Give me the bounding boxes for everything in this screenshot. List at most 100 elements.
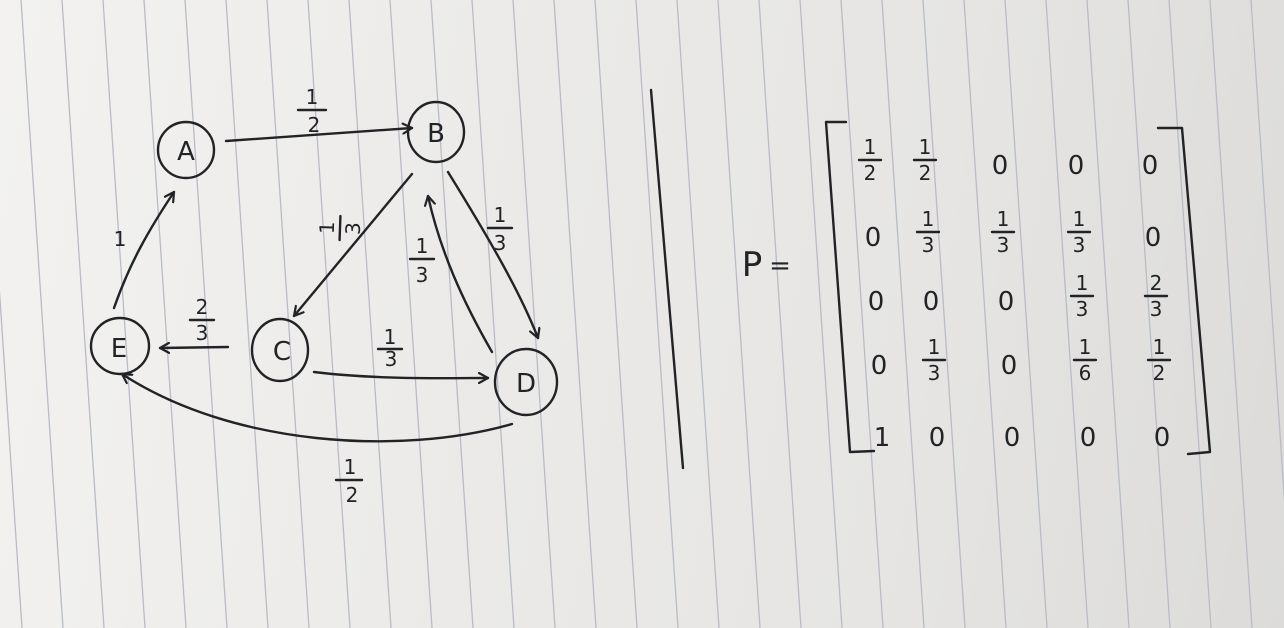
matrix-entry-r1-c5: 0 — [1142, 151, 1159, 181]
matrix-entry-r2-c4: 13 — [1066, 207, 1092, 257]
ruled-line — [225, 0, 269, 628]
node-d-label: D — [516, 369, 536, 399]
node-e-circle — [89, 316, 151, 376]
node-b-circle — [406, 100, 466, 164]
edge-label-c-d-denominator: 3 — [385, 347, 398, 371]
matrix-entry-r2-c3-numerator: 1 — [997, 207, 1010, 231]
matrix-entry-r4-c4-denominator: 6 — [1079, 361, 1092, 385]
edge-label-d-b-numerator: 1 — [416, 234, 429, 258]
matrix-entry-r2-c2: 13 — [915, 207, 941, 257]
node-d-circle — [493, 347, 559, 417]
matrix-entry-r1-c2: 12 — [912, 135, 938, 185]
edge-label-d-b: 1 3 — [408, 234, 436, 287]
node-c-circle — [250, 317, 310, 383]
matrix-left-bracket — [824, 120, 876, 454]
edge-label-b-c: 1 3 — [315, 214, 365, 242]
matrix-entry-r3-c5-denominator: 3 — [1150, 297, 1163, 321]
matrix-entry-r1-c2-denominator: 2 — [919, 161, 932, 185]
edge-label-b-c-numerator: 1 — [315, 221, 339, 235]
node-a: A — [156, 120, 216, 180]
ruled-line — [471, 0, 515, 628]
edge-label-d-e-numerator: 1 — [344, 455, 357, 479]
edge-e-a — [112, 190, 176, 310]
ruled-line — [594, 0, 638, 628]
ruled-line — [553, 0, 597, 628]
matrix-entry-r1-c1: 12 — [857, 135, 883, 185]
matrix-entry-r5-c4: 0 — [1080, 423, 1097, 453]
matrix-entry-r4-c3: 0 — [1001, 351, 1018, 381]
ruled-line — [758, 0, 802, 628]
ruled-line — [307, 0, 351, 628]
graph-edges — [112, 128, 538, 443]
ruled-line — [922, 0, 966, 628]
ruled-line — [1250, 0, 1284, 504]
node-a-circle — [156, 120, 216, 180]
matrix-entry-r4-c1: 0 — [871, 351, 888, 381]
matrix-heading: P = — [742, 245, 791, 285]
ruled-line — [881, 0, 925, 628]
node-d: D — [493, 347, 559, 417]
edge-d-e — [120, 372, 514, 443]
ruled-line — [963, 0, 1007, 628]
matrix-entry-r3-c4-numerator: 1 — [1076, 271, 1089, 295]
edge-label-c-e-numerator: 2 — [196, 295, 209, 319]
matrix-entry-r3-c5-numerator: 2 — [1150, 271, 1163, 295]
ruled-line — [635, 0, 679, 628]
ruled-line — [840, 0, 884, 628]
edge-label-b-d-numerator: 1 — [494, 203, 507, 227]
matrix-entry-r4-c5: 12 — [1146, 335, 1172, 385]
ruled-line — [1004, 0, 1048, 628]
edge-c-d — [312, 370, 490, 378]
ruled-line — [717, 0, 761, 628]
edge-label-c-d: 1 3 — [376, 325, 404, 371]
matrix-entry-r2-c3-denominator: 3 — [997, 233, 1010, 257]
ruled-line — [1209, 0, 1253, 628]
matrix-entry-r3-c4-denominator: 3 — [1076, 297, 1089, 321]
node-e-label: E — [111, 334, 127, 364]
matrix-entry-r5-c1: 1 — [874, 423, 891, 453]
edge-a-b — [224, 128, 414, 143]
matrix-entry-r5-c2: 0 — [929, 423, 946, 453]
edge-c-e — [158, 347, 230, 348]
matrix-entry-r1-c1-numerator: 1 — [864, 135, 877, 159]
ruled-line — [20, 0, 64, 628]
node-e: E — [89, 316, 151, 376]
matrix-entry-r4-c2-numerator: 1 — [928, 335, 941, 359]
ruled-line — [266, 0, 310, 628]
matrix-entry-r3-c5: 23 — [1143, 271, 1169, 321]
matrix-entry-r2-c4-numerator: 1 — [1073, 207, 1086, 231]
ruled-line — [1127, 0, 1171, 628]
matrix-entry-r3-c4: 13 — [1069, 271, 1095, 321]
node-a-label: A — [177, 137, 195, 167]
matrix-entry-r1-c2-numerator: 1 — [919, 135, 932, 159]
edge-d-b — [428, 194, 494, 354]
matrix-entry-r2-c1: 0 — [865, 223, 882, 253]
matrix-entry-r4-c4: 16 — [1072, 335, 1098, 385]
matrix-entry-r3-c2: 0 — [923, 287, 940, 317]
node-c-label: C — [273, 337, 291, 367]
ruled-line — [799, 0, 843, 628]
ruled-line — [102, 0, 146, 628]
ruled-line — [143, 0, 187, 628]
ruled-line — [389, 0, 433, 628]
divider-line — [649, 88, 685, 470]
edge-b-d — [446, 170, 538, 340]
matrix-right-bracket — [1156, 126, 1212, 456]
node-b-label: B — [427, 119, 445, 149]
ruled-line — [1168, 0, 1212, 628]
matrix-entry-r4-c2-denominator: 3 — [928, 361, 941, 385]
matrix-entry-r5-c5: 0 — [1154, 423, 1171, 453]
node-c: C — [250, 317, 310, 383]
matrix-entry-r4-c4-numerator: 1 — [1079, 335, 1092, 359]
matrix-equals-sign: = — [769, 251, 791, 281]
edge-label-a-b-denominator: 2 — [308, 113, 321, 137]
matrix-entry-r2-c5: 0 — [1145, 223, 1162, 253]
ruled-line — [0, 289, 23, 628]
edge-label-b-d: 1 3 — [486, 203, 514, 255]
matrix-entry-r3-c1: 0 — [868, 287, 885, 317]
edge-label-d-e-denominator: 2 — [346, 483, 359, 507]
edge-label-c-d-numerator: 1 — [384, 325, 397, 349]
